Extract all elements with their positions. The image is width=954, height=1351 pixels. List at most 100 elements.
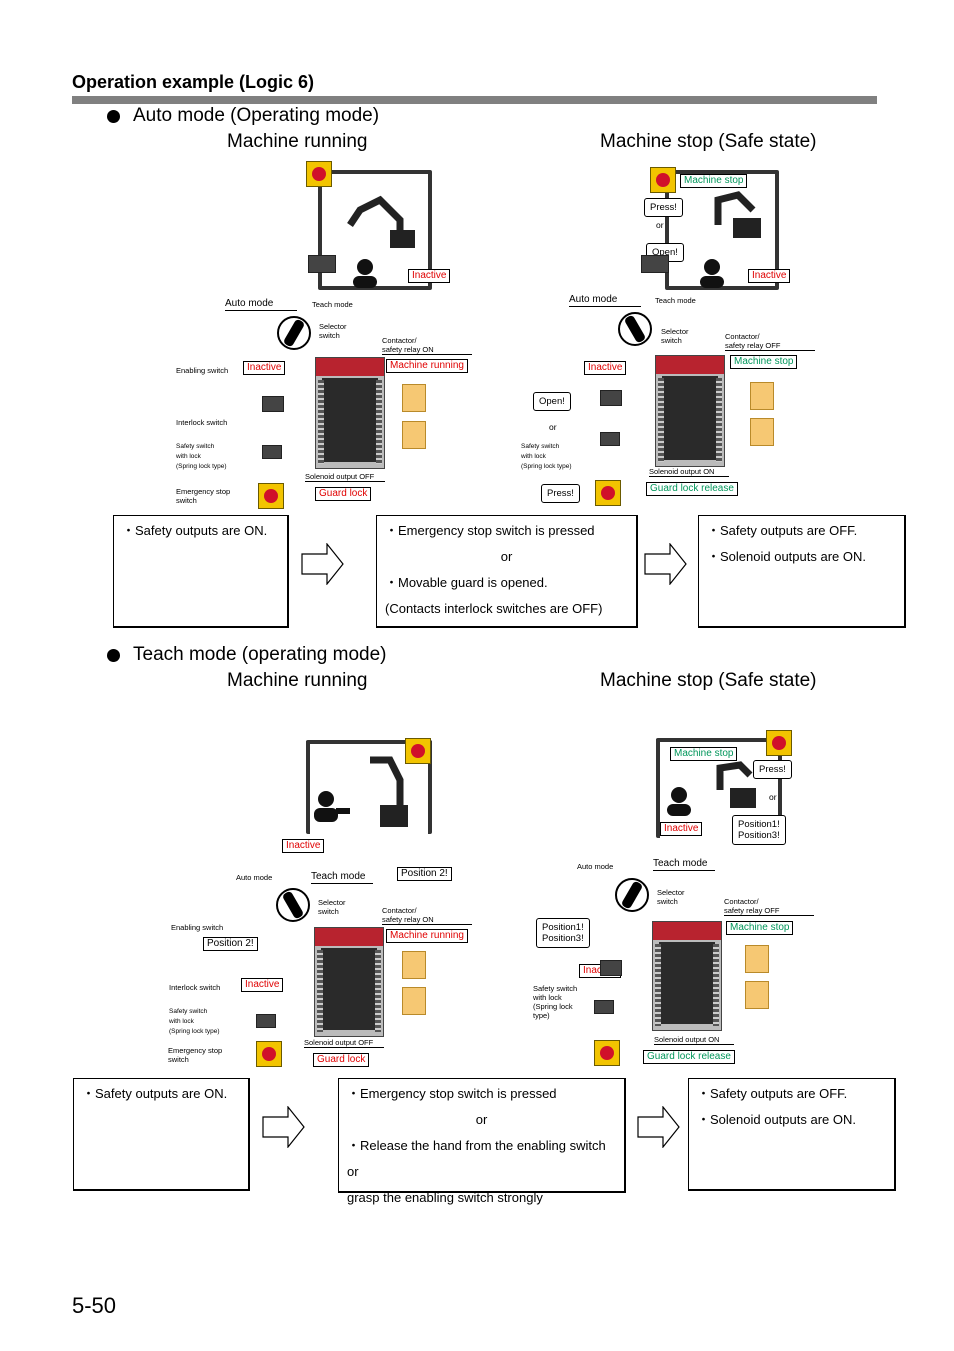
emergency-stop-icon [258, 483, 284, 509]
safety-lock-label: Safety switch with lock (Spring lock typ… [533, 984, 578, 1020]
guard-lock-state: Guard lock [313, 1053, 370, 1067]
emergency-stop-icon [405, 738, 431, 764]
interlock-switch-icon [308, 255, 336, 273]
or-label: or [656, 220, 664, 230]
emergency-stop-icon [766, 730, 792, 756]
auto-result-box-left: ・Safety outputs are ON. [113, 515, 289, 628]
position-2-top: Position 2! [397, 867, 452, 881]
machine-stop-status: Machine stop [726, 921, 794, 935]
robot-arm-icon [347, 195, 415, 248]
safety-controller-icon [652, 921, 722, 1031]
auto-section-title: Auto mode (Operating mode) [133, 105, 380, 126]
right-arrow-icon [262, 1106, 305, 1148]
teach-condition-box: ・Emergency stop switch is pressed or ・Re… [338, 1078, 626, 1205]
auto-result-box-right: ・Safety outputs are OFF. ・Solenoid outpu… [698, 515, 906, 628]
guard-frame [306, 740, 432, 834]
enabling-switch-label: Enabling switch [171, 923, 224, 932]
selector-label: Selector switch [319, 322, 347, 340]
contactor-label: Contactor/ safety relay ON [382, 906, 472, 925]
auto-right-title: Machine stop (Safe state) [600, 131, 817, 152]
or-label: or [769, 792, 777, 802]
safety-controller-icon [655, 355, 725, 467]
interlock-switch-icon [262, 396, 284, 412]
robot-arm-icon [370, 756, 408, 827]
guard-lock-state: Guard lock [315, 487, 372, 501]
selector-switch-icon [615, 878, 649, 912]
robot-arm-icon [716, 761, 756, 808]
relay-icon [402, 987, 426, 1015]
solenoid-label: Solenoid output OFF [304, 1038, 384, 1048]
safety-lock-label: Safety switch with lock (Spring lock typ… [169, 1008, 220, 1035]
machine-stop-status: Machine stop [730, 355, 798, 369]
machine-stop-top: Machine stop [680, 174, 748, 188]
emergency-stop-icon [306, 161, 332, 187]
auto-mode-label: Auto mode [236, 873, 273, 882]
auto-left-inactive-top: Inactive [408, 269, 451, 283]
heading-bar [72, 96, 877, 104]
interlock-switch-icon [641, 255, 669, 273]
emergency-stop-icon [650, 167, 676, 193]
relay-icon [750, 382, 774, 410]
selector-label: Selector switch [661, 327, 689, 345]
operator-icon [667, 787, 691, 816]
or-label: or [549, 422, 557, 432]
safety-switch-icon [600, 432, 620, 446]
auto-right-inactive-top: Inactive [748, 269, 791, 283]
guard-lock-release-state: Guard lock release [646, 482, 738, 496]
selector-label: Selector switch [657, 888, 685, 906]
emergency-stop-icon [595, 480, 621, 506]
press-burst: Press! [753, 760, 792, 779]
machine-running-status: Machine running [386, 359, 468, 373]
safety-lock-label: Safety switch with lock (Spring lock typ… [521, 443, 572, 470]
safety-lock-label: Safety switch with lock (Spring lock typ… [176, 443, 227, 470]
auto-mode-label: Auto mode [577, 862, 614, 871]
emergency-stop-icon [256, 1041, 282, 1067]
interlock-switch-label: Interlock switch [169, 983, 221, 992]
selector-switch-icon [276, 888, 310, 922]
position-burst: Position1! Position3! [536, 918, 590, 948]
enabling-state: Inactive [243, 361, 286, 375]
contactor-label: Contactor/ safety relay ON [382, 336, 472, 355]
safety-switch-icon [594, 1000, 614, 1014]
interlock-switch-icon [600, 960, 622, 976]
relay-icon [402, 421, 426, 449]
contactor-label: Contactor/ safety relay OFF [725, 332, 815, 351]
press-burst: Press! [541, 484, 580, 503]
guard-frame [665, 170, 779, 290]
robot-arm-icon [714, 191, 761, 238]
enabling-switch-label: Enabling switch [176, 366, 229, 375]
auto-mode-label: Auto mode [225, 298, 297, 311]
safety-controller-icon [314, 927, 384, 1037]
relay-icon [402, 951, 426, 979]
page-number: 5-50 [72, 1293, 117, 1318]
safety-switch-icon [262, 445, 282, 459]
auto-left-title: Machine running [227, 131, 368, 152]
relay-icon [745, 945, 769, 973]
relay-icon [402, 384, 426, 412]
teach-left-inactive-top: Inactive [282, 839, 325, 853]
guard-frame [318, 170, 432, 290]
enabling-position: Position 2! [203, 937, 258, 951]
auto-mode-label: Auto mode [569, 294, 641, 307]
teach-left-title: Machine running [227, 670, 368, 691]
emergency-stop-icon [594, 1040, 620, 1066]
selector-label: Selector switch [318, 898, 346, 916]
bullet-icon [107, 110, 120, 123]
teach-result-box-left: ・Safety outputs are ON. [73, 1078, 250, 1191]
relay-icon [750, 418, 774, 446]
solenoid-label: Solenoid output ON [649, 467, 729, 477]
solenoid-label: Solenoid output ON [654, 1035, 734, 1045]
guard-lock-release-state: Guard lock release [643, 1050, 735, 1064]
selector-switch-icon [618, 312, 652, 346]
teach-mode-label: Teach mode [653, 858, 715, 871]
interlock-switch-icon [600, 390, 622, 406]
operator-icon [353, 259, 377, 288]
machine-running-status: Machine running [386, 929, 468, 943]
enabling-state: Inactive [584, 361, 627, 375]
safety-controller-icon [315, 357, 385, 469]
teach-result-box-right: ・Safety outputs are OFF. ・Solenoid outpu… [688, 1078, 896, 1191]
interlock-switch-label: Interlock switch [176, 418, 228, 427]
teach-right-inactive-top: Inactive [660, 822, 703, 836]
position-burst: Position1! Position3! [732, 815, 786, 845]
estop-label: Emergency stop switch [168, 1046, 223, 1064]
